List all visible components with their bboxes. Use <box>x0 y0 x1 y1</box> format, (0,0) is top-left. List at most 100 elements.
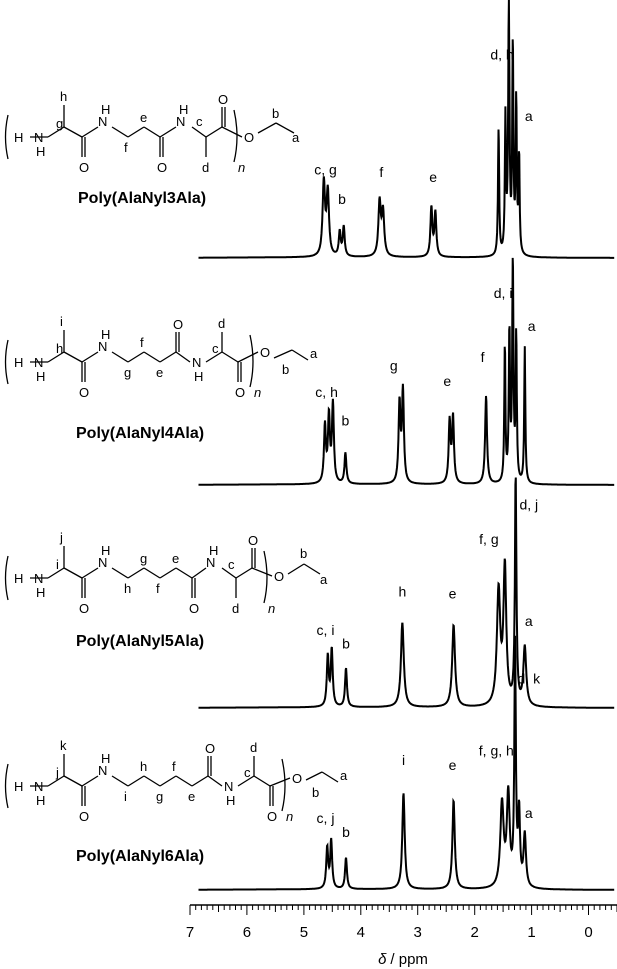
position-letter: i <box>56 557 59 572</box>
position-letter: b <box>272 106 279 121</box>
position-letter: f <box>172 759 176 774</box>
atom-label: N <box>34 355 43 370</box>
atom-label: H <box>226 793 235 808</box>
atom-label: H <box>101 751 110 766</box>
position-letter: c <box>228 557 235 572</box>
atom-label: H <box>36 585 45 600</box>
position-letter: a <box>292 130 300 145</box>
peak-label: b <box>342 636 350 652</box>
position-letter: e <box>140 110 147 125</box>
peak-label: d, j <box>519 497 538 513</box>
position-letter: h <box>56 341 63 356</box>
atom-label: O <box>267 809 277 824</box>
spectrum-line-3 <box>198 477 615 709</box>
position-letter: g <box>124 365 131 380</box>
position-letter: f <box>140 335 144 350</box>
peak-label: g <box>390 358 398 374</box>
atom-label: H <box>101 102 110 117</box>
repeat-subscript: n <box>286 809 293 824</box>
position-letter: e <box>172 551 179 566</box>
peak-label: f <box>379 164 383 180</box>
atom-label: O <box>205 741 215 756</box>
atom-label: H <box>14 130 23 145</box>
peak-label: e <box>449 586 457 602</box>
peak-label: f, g <box>479 531 498 547</box>
structure-3 <box>4 546 321 604</box>
structure-2-labels: H N H O N H O N H O O i h g f e d c b a … <box>14 314 318 400</box>
peak-label: a <box>525 805 533 821</box>
peak-label: e <box>429 169 437 185</box>
structure-4 <box>4 754 339 812</box>
peak-label: c, g <box>314 162 337 178</box>
atom-label: O <box>189 601 199 616</box>
panel-1: H N H O N H O N H O O h g f e c d b a n … <box>4 0 615 259</box>
atom-label: O <box>260 345 270 360</box>
atom-label: H <box>36 793 45 808</box>
position-letter: e <box>188 789 195 804</box>
structure-3-labels: H N H O N H O N H O O j i h g f e d c b … <box>14 530 328 616</box>
atom-label: O <box>248 533 258 548</box>
peak-label: e <box>443 373 451 389</box>
x-axis-title: δ/ ppm <box>378 951 428 968</box>
x-tick-label: 4 <box>357 924 365 941</box>
position-letter: c <box>196 114 203 129</box>
position-letter: e <box>156 365 163 380</box>
peak-labels-3: c, i b h e f, g d, j a <box>317 497 539 652</box>
peak-label: c, h <box>315 384 338 400</box>
position-letter: f <box>156 581 160 596</box>
peak-label: d, k <box>518 671 542 687</box>
atom-label: N <box>224 779 233 794</box>
atom-label: H <box>14 355 23 370</box>
position-letter: g <box>156 789 163 804</box>
x-tick-label: 0 <box>584 924 592 941</box>
atom-label: O <box>292 771 302 786</box>
position-letter: i <box>124 789 127 804</box>
atom-label: N <box>98 555 107 570</box>
position-letter: d <box>232 601 239 616</box>
peak-label: f, g, h <box>479 743 514 759</box>
atom-label: N <box>206 555 215 570</box>
atom-label: H <box>101 543 110 558</box>
structure-1 <box>4 105 295 163</box>
position-letter: a <box>320 572 328 587</box>
position-letter: d <box>218 316 225 331</box>
atom-label: O <box>79 160 89 175</box>
position-letter: b <box>312 785 319 800</box>
position-letter: h <box>124 581 131 596</box>
position-letter: d <box>250 740 257 755</box>
x-axis-symbol: δ <box>378 951 387 968</box>
x-tick-label: 3 <box>414 924 422 941</box>
atom-label: O <box>218 92 228 107</box>
position-letter: g <box>56 116 63 131</box>
atom-label: O <box>244 130 254 145</box>
repeat-subscript: n <box>254 385 261 400</box>
compound-name-3: Poly(AlaNyl5Ala) <box>76 633 204 650</box>
atom-label: N <box>192 355 201 370</box>
peak-label: h <box>399 583 407 599</box>
peak-label: d, i <box>494 285 513 301</box>
position-letter: j <box>59 530 63 545</box>
atom-label: O <box>79 601 89 616</box>
peak-label: c, i <box>317 622 335 638</box>
atom-label: O <box>274 569 284 584</box>
position-letter: b <box>300 546 307 561</box>
peak-label: b <box>342 413 350 429</box>
atom-label: O <box>157 160 167 175</box>
spectrum-line-2 <box>198 257 615 486</box>
position-letter: j <box>55 765 59 780</box>
position-letter: g <box>140 551 147 566</box>
repeat-subscript: n <box>268 601 275 616</box>
x-axis-unit: / ppm <box>390 951 428 968</box>
position-letter: k <box>60 738 67 753</box>
spectrum-line-1 <box>198 0 615 259</box>
position-letter: c <box>244 765 251 780</box>
compound-name-4: Poly(AlaNyl6Ala) <box>76 848 204 865</box>
position-letter: d <box>202 160 209 175</box>
position-letter: h <box>60 89 67 104</box>
structure-4-labels: H N H O N H O N H O O k j i h g f e d c … <box>14 738 348 824</box>
